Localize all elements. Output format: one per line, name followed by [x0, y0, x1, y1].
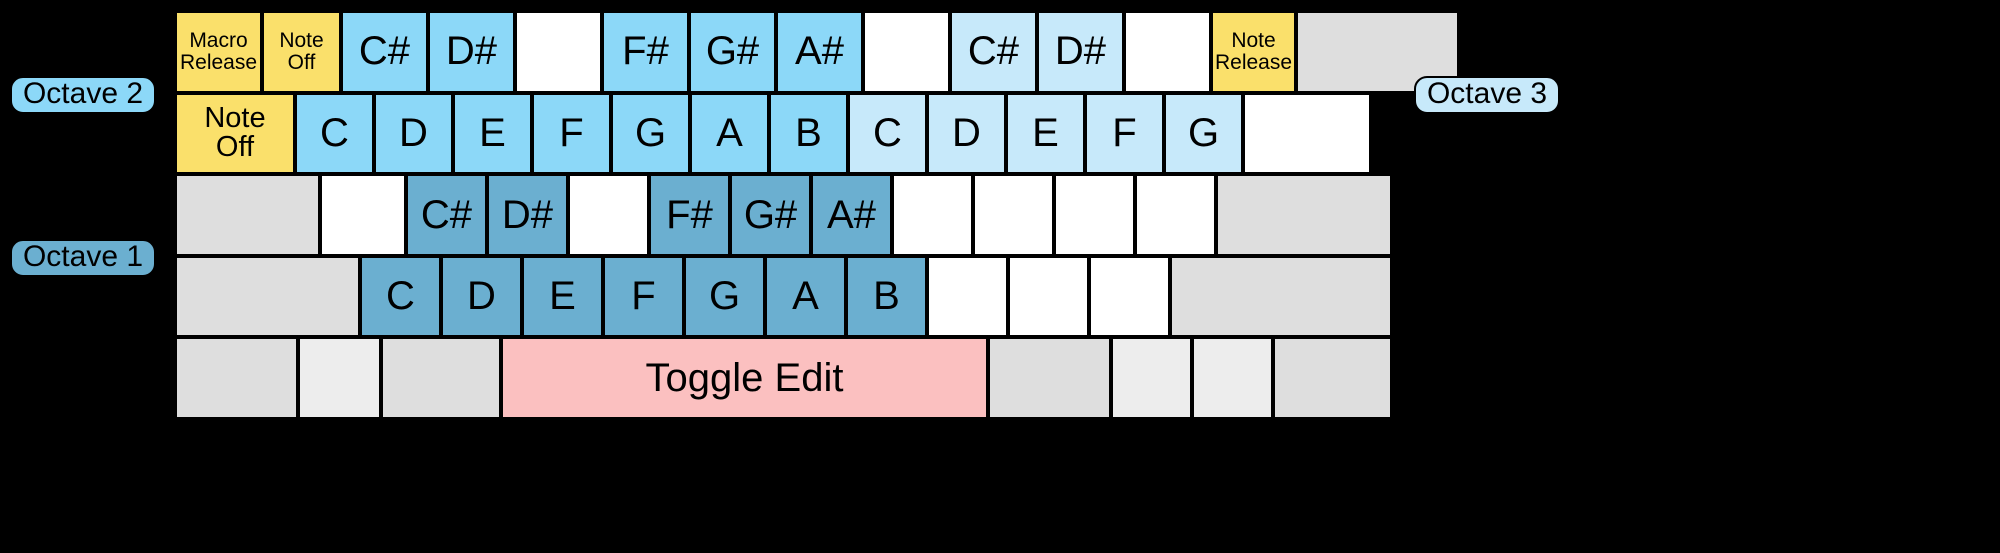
row-spacebar: Toggle Edit — [175, 337, 1392, 419]
key-asharp[interactable]: A# — [811, 174, 892, 256]
key-blank[interactable] — [175, 255, 360, 338]
key-blank[interactable] — [988, 337, 1111, 419]
key-b[interactable]: B — [769, 92, 848, 175]
key-f[interactable]: F — [603, 255, 684, 338]
octave-3-label-text: Octave 3 — [1426, 76, 1548, 110]
key-blank[interactable] — [175, 337, 298, 419]
key-blank[interactable] — [1008, 255, 1089, 338]
key-d[interactable]: D — [374, 92, 453, 175]
key-g[interactable]: G — [684, 255, 765, 338]
key-blank[interactable] — [1192, 337, 1273, 419]
key-blank[interactable] — [1054, 174, 1135, 256]
key-toggle-edit[interactable]: Toggle Edit — [501, 337, 988, 419]
key-e[interactable]: E — [1006, 92, 1085, 175]
key-blank[interactable] — [1216, 174, 1392, 256]
key-b[interactable]: B — [846, 255, 927, 338]
key-c[interactable]: C — [848, 92, 927, 175]
octave-2-label: Octave 2 — [10, 76, 156, 114]
key-dsharp[interactable]: D# — [487, 174, 568, 256]
key-macro-release[interactable]: Macro Release — [175, 11, 262, 93]
key-blank[interactable] — [1170, 255, 1392, 338]
key-blank[interactable] — [973, 174, 1054, 256]
key-gsharp[interactable]: G# — [689, 11, 776, 93]
octave-1-label: Octave 1 — [10, 239, 156, 277]
key-f[interactable]: F — [532, 92, 611, 175]
key-note-off[interactable]: Note Off — [262, 11, 341, 93]
key-blank[interactable] — [1124, 11, 1211, 93]
octave-2-label-text: Octave 2 — [22, 76, 144, 110]
key-note-off[interactable]: Note Off — [175, 92, 295, 175]
key-csharp[interactable]: C# — [406, 174, 487, 256]
key-d[interactable]: D — [441, 255, 522, 338]
key-blank[interactable] — [381, 337, 501, 419]
key-gsharp[interactable]: G# — [730, 174, 811, 256]
key-blank[interactable] — [175, 174, 320, 256]
key-asharp[interactable]: A# — [776, 11, 863, 93]
key-g[interactable]: G — [611, 92, 690, 175]
key-blank[interactable] — [892, 174, 973, 256]
key-e[interactable]: E — [453, 92, 532, 175]
key-f[interactable]: F — [1085, 92, 1164, 175]
key-blank[interactable] — [863, 11, 950, 93]
octave-1-label-text: Octave 1 — [22, 239, 144, 273]
key-c[interactable]: C — [360, 255, 441, 338]
key-dsharp[interactable]: D# — [1037, 11, 1124, 93]
key-blank[interactable] — [927, 255, 1008, 338]
key-a[interactable]: A — [690, 92, 769, 175]
key-g[interactable]: G — [1164, 92, 1243, 175]
key-d[interactable]: D — [927, 92, 1006, 175]
key-blank[interactable] — [320, 174, 406, 256]
key-csharp[interactable]: C# — [950, 11, 1037, 93]
key-blank[interactable] — [568, 174, 649, 256]
key-fsharp[interactable]: F# — [649, 174, 730, 256]
key-c[interactable]: C — [295, 92, 374, 175]
key-blank[interactable] — [1296, 11, 1459, 93]
key-a[interactable]: A — [765, 255, 846, 338]
key-e[interactable]: E — [522, 255, 603, 338]
key-csharp[interactable]: C# — [341, 11, 428, 93]
key-fsharp[interactable]: F# — [602, 11, 689, 93]
key-blank[interactable] — [515, 11, 602, 93]
key-blank[interactable] — [298, 337, 381, 419]
key-blank[interactable] — [1089, 255, 1170, 338]
key-note-release[interactable]: Note Release — [1211, 11, 1296, 93]
key-dsharp[interactable]: D# — [428, 11, 515, 93]
octave-3-label: Octave 3 — [1414, 76, 1560, 114]
row-asdf: C#D# F#G#A# — [175, 174, 1392, 256]
key-blank[interactable] — [1111, 337, 1192, 419]
key-blank[interactable] — [1273, 337, 1392, 419]
key-blank[interactable] — [1135, 174, 1216, 256]
key-blank[interactable] — [1243, 92, 1371, 175]
